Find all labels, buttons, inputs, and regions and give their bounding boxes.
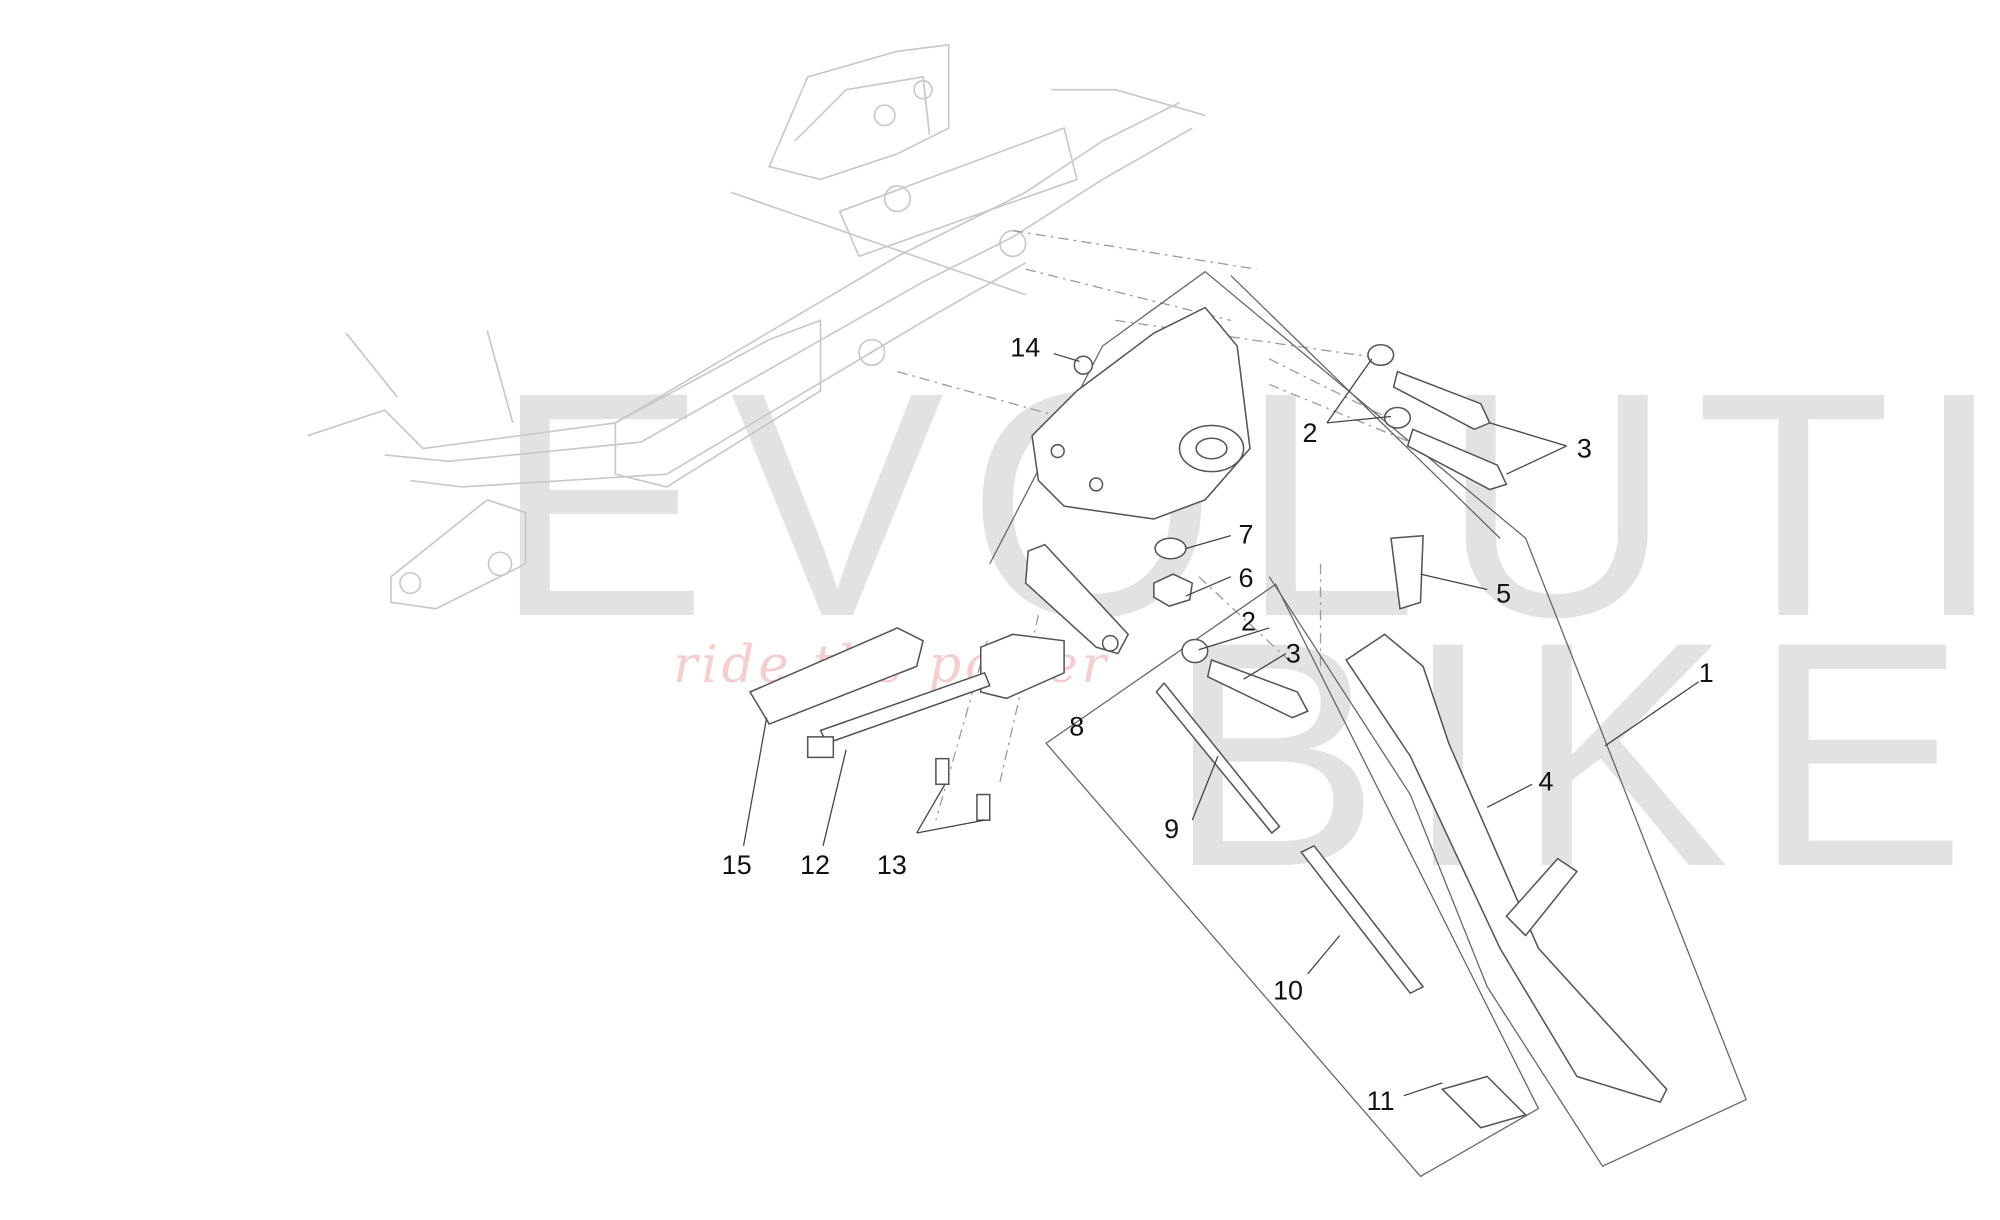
part-2-washers [1181, 343, 1412, 664]
bracket-plate [1031, 306, 1251, 520]
callout-6: 6 [1238, 563, 1253, 593]
group-outline-1 [989, 270, 1747, 1167]
group-outline-edge [1230, 275, 1501, 539]
callout-13: 13 [877, 850, 907, 880]
part-14-nut [1073, 355, 1094, 375]
callout-4: 4 [1538, 767, 1553, 797]
callout-7: 7 [1238, 519, 1253, 549]
part-7-washer [1154, 537, 1187, 560]
group-outline-9-11 [1045, 583, 1540, 1178]
callout-8: 8 [1069, 712, 1084, 742]
callout-9: 9 [1164, 814, 1179, 844]
callout-10: 10 [1273, 976, 1303, 1006]
callout-3b: 3 [1286, 639, 1301, 669]
part-3-bolts [1206, 370, 1508, 719]
assembly-lines [897, 230, 1411, 821]
leader-lines [742, 353, 1700, 1097]
part-10-spring [1300, 844, 1425, 995]
callout-2b: 2 [1241, 607, 1256, 637]
part-5-bushing [1390, 534, 1424, 610]
callout-11: 11 [1367, 1086, 1395, 1116]
motorcycle-frame [307, 43, 1206, 610]
part-6-nut [1153, 573, 1194, 607]
watermark-evolution: EVOLUTION [494, 325, 2000, 683]
part-12-switch [806, 633, 1065, 759]
callout-1: 1 [1699, 658, 1714, 688]
part-11-cap [1440, 1075, 1528, 1129]
callout-2a: 2 [1303, 418, 1318, 448]
part-8-lever [1024, 543, 1130, 655]
part-13-screws [935, 757, 991, 821]
part-9-spring [1155, 681, 1281, 835]
callout-15: 15 [722, 850, 752, 880]
part-4-foot-tab [1505, 857, 1579, 937]
callout-14: 14 [1010, 332, 1040, 362]
callout-3a: 3 [1577, 434, 1592, 464]
callout-5: 5 [1496, 578, 1511, 608]
callout-12: 12 [800, 850, 830, 880]
part-4-side-stand [1345, 633, 1668, 1104]
watermark-bike: BIKE [1167, 575, 1990, 933]
